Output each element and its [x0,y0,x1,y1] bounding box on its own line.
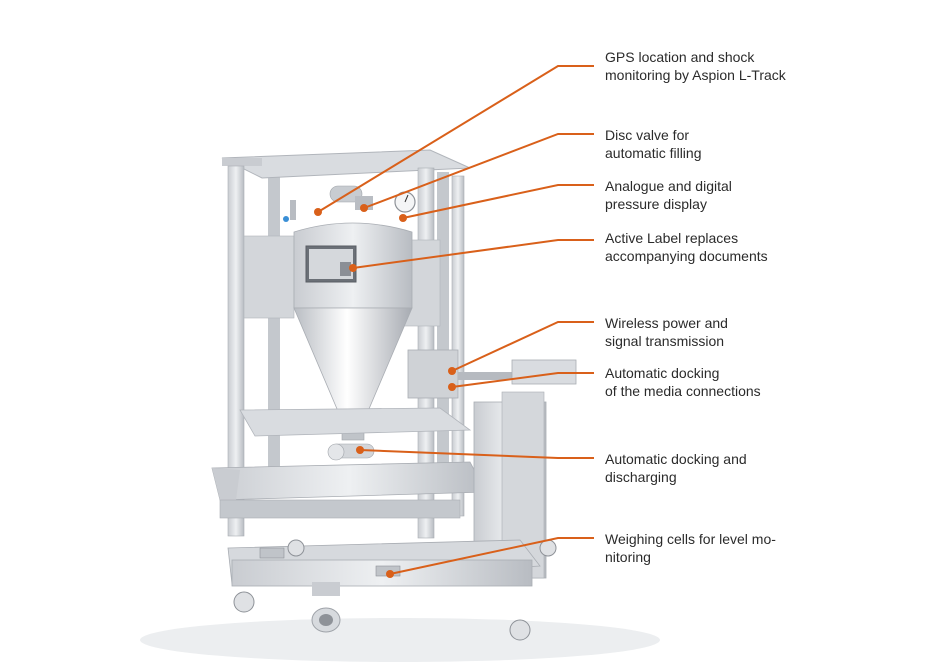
callout-dot-gps [314,208,322,216]
callout-dot-active-label [349,264,357,272]
callout-dot-disc-valve [360,204,368,212]
callout-dot-wireless [448,367,456,375]
callout-dots [314,204,456,578]
callout-dot-pressure [399,214,407,222]
callout-active-label: Active Label replaces accompanying docum… [605,230,768,264]
callout-leader-lines [317,65,594,575]
leader-line-discharging [359,449,594,459]
leader-line-gps [317,65,594,213]
callout-disc-valve: Disc valve for automatic filling [605,127,702,161]
leader-line-active-label [352,239,594,269]
callout-media-docking: Automatic docking of the media connectio… [605,365,761,399]
callout-gps-tracking: GPS location and shock monitoring by Asp… [605,49,786,83]
callout-wireless-transmission: Wireless power and signal transmission [605,315,728,349]
callout-dot-media-docking [448,383,456,391]
floor-shadow [140,618,660,662]
callout-discharging: Automatic docking and discharging [605,451,747,485]
leader-line-disc-valve [363,133,594,209]
callout-dot-discharging [356,446,364,454]
frame-post-left [227,165,245,537]
callout-dot-weighing [386,570,394,578]
leader-line-wireless [451,321,594,372]
leader-line-pressure [402,184,594,219]
leader-line-media-docking [451,372,594,388]
leader-line-weighing [389,537,594,575]
callout-pressure-display: Analogue and digital pressure display [605,178,732,212]
base-frame [211,461,487,501]
callout-weighing-cells: Weighing cells for level mo- nitoring [605,531,776,565]
